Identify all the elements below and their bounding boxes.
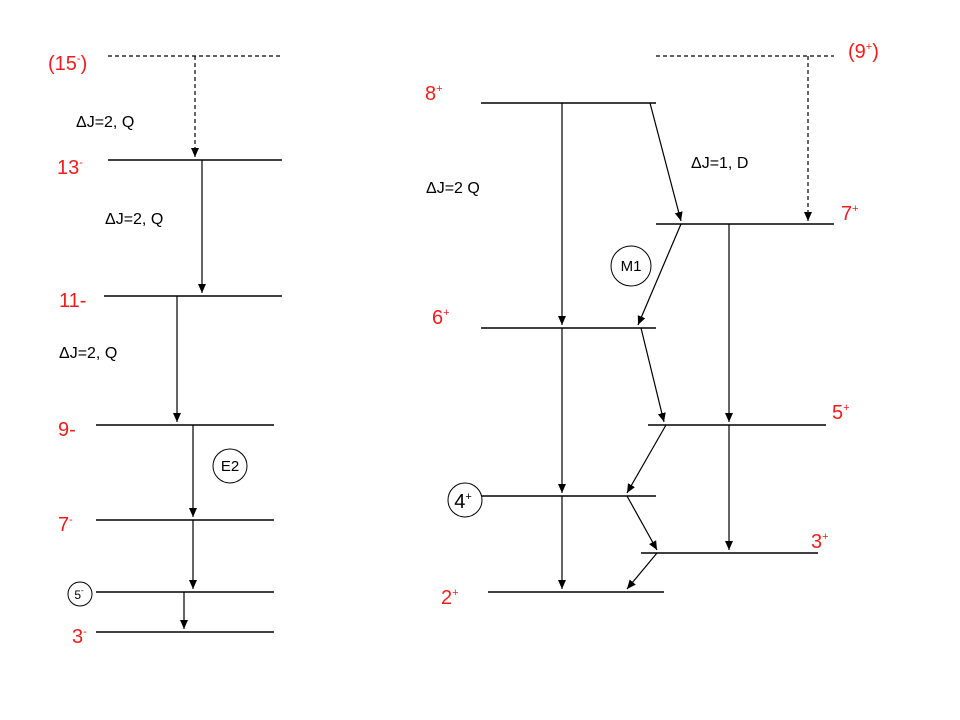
svg-text:4+: 4+ bbox=[454, 491, 472, 513]
level-label-left-15: (15-) bbox=[48, 53, 87, 75]
level-label-left-9: 9- bbox=[58, 419, 76, 441]
transition-arrow-right-3-2 bbox=[626, 552, 658, 590]
transition-label-right-1: ΔJ=2 Q bbox=[426, 180, 480, 197]
transition-arrow-right-6-5 bbox=[640, 327, 666, 423]
circled-label-5-minus: 5- bbox=[67, 581, 93, 607]
transition-label-right-2: ΔJ=1, D bbox=[691, 155, 748, 172]
level-label-right-8: 8+ bbox=[425, 83, 443, 105]
transition-arrow-right-5-4 bbox=[626, 424, 667, 494]
svg-text:E2: E2 bbox=[221, 458, 239, 475]
level-label-left-13: 13- bbox=[57, 157, 83, 179]
transition-label-left-2: ΔJ=2, Q bbox=[105, 211, 163, 228]
level-label-right-2: 2+ bbox=[441, 587, 459, 609]
level-label-right-6: 6+ bbox=[432, 307, 450, 329]
right-band: (9+) 8+ 7+ 6+ 5+ 3+ 2+ ΔJ=2 Q ΔJ=1, D M1… bbox=[425, 41, 879, 609]
level-label-right-3: 3+ bbox=[811, 531, 829, 553]
transition-label-left-1: ΔJ=2, Q bbox=[76, 114, 134, 131]
svg-text:M1: M1 bbox=[621, 258, 642, 275]
level-label-right-9: (9+) bbox=[848, 41, 879, 63]
svg-text:5-: 5- bbox=[74, 586, 84, 602]
circled-label-4-plus: 4+ bbox=[447, 482, 483, 518]
level-label-left-3: 3- bbox=[72, 626, 87, 648]
transition-label-left-3: ΔJ=2, Q bbox=[59, 345, 117, 362]
circled-label-m1: M1 bbox=[610, 245, 652, 287]
level-label-left-11: 11- bbox=[59, 290, 86, 312]
level-label-right-5: 5+ bbox=[832, 402, 850, 424]
level-label-left-7: 7- bbox=[58, 514, 73, 536]
transition-arrow-right-7-6 bbox=[637, 223, 682, 326]
circled-label-e2: E2 bbox=[212, 448, 248, 484]
left-band: (15-) 13- 11- 9- 7- 3- ΔJ=2, Q ΔJ=2, Q Δ… bbox=[48, 53, 282, 648]
transition-arrow-right-8-7 bbox=[649, 102, 683, 222]
level-label-right-7: 7+ bbox=[841, 203, 859, 225]
transition-arrow-right-4-3 bbox=[626, 495, 658, 551]
